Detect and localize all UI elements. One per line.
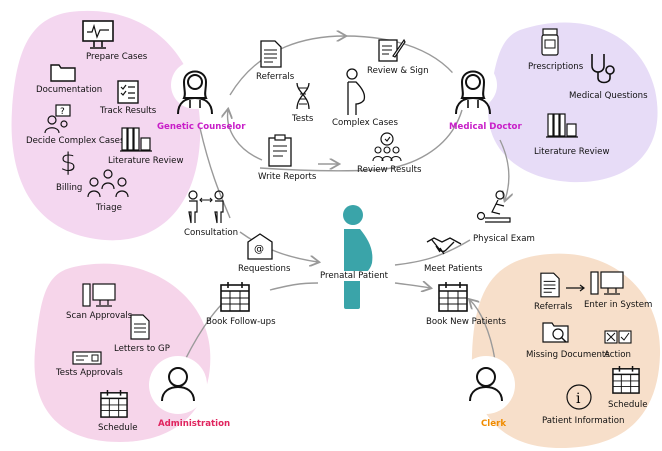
cycle-arc-top [229,36,345,96]
cycle-arc-bottom-right [374,109,463,171]
clerk-task-label: Patient Information [542,416,625,426]
arrow-right-icon [566,284,585,292]
doctor-to-physical-exam [499,139,509,200]
calendar-icon [100,390,128,418]
computer-icon [590,271,624,295]
cycle-step-label: Write Reports [258,172,317,182]
gc-task-label: Track Results [100,106,157,116]
md-task-label: Literature Review [534,147,610,157]
cycle-step-label: Tests [292,114,314,124]
calendar-icon [220,282,250,312]
md-task-label: Medical Questions [569,91,648,101]
genetic-counselor-label: Genetic Counselor [157,122,246,132]
flow-step-label: Book New Patients [426,317,506,327]
sign-document-icon [378,38,406,62]
cycle-arc-bottom [259,167,376,172]
gc-task-label: Literature Review [108,156,184,166]
ticket-icon [72,351,102,365]
consultation-to-requestions [239,231,318,262]
admin-task-label: Scan Approvals [66,311,133,321]
gc-task-label: Documentation [36,85,103,95]
medical-doctor-avatar-icon [449,61,497,115]
clipboard-checklist-icon [117,80,139,104]
clerk-to-newpatients [470,300,496,361]
flow-step-label: Requestions [238,264,291,274]
dollar-icon: $ [60,148,77,178]
document-icon [540,272,560,298]
triage-people-icon [87,169,129,198]
pregnant-patient-icon [343,205,373,309]
review-group-icon [372,132,402,162]
clerk-label: Clerk [481,419,507,429]
svg-text:?: ? [60,107,65,117]
patient-to-newpatients [394,283,430,288]
gc-task-label: Billing [56,183,83,193]
administration-label: Administration [158,419,231,429]
svg-text:i: i [576,391,581,407]
letter-document-icon [130,314,150,340]
followups-to-patient [269,282,319,291]
info-icon: i [566,384,592,410]
gc-task-label: Triage [96,203,122,213]
pregnant-outline-icon [346,68,366,115]
calendar-icon [612,366,640,394]
write-report-icon [268,134,292,167]
clerk-task-label: Schedule [608,400,648,410]
flow-step-label: Meet Patients [424,264,483,274]
md-task-label: Prescriptions [528,62,584,72]
admin-task-label: Tests Approvals [56,368,123,378]
clerk-region [471,253,661,448]
cycle-step-label: Complex Cases [332,118,398,128]
email-envelope-icon: @ [247,233,273,260]
clerk-task-label: Missing Documents [526,350,610,360]
pill-bottle-icon [541,28,559,56]
admin-task-label: Letters to GP [114,344,170,354]
calendar-icon [438,282,468,312]
gc-task-label: Decide Complex Cases [26,136,125,146]
books-icon [120,127,152,152]
document-icon [260,40,282,68]
action-checkbox-icon [604,330,632,344]
genetic-counselor-avatar-icon [171,61,219,115]
cycle-step-label: Review & Sign [367,66,429,76]
physical-exam-to-patient [394,239,471,266]
medical-doctor-region [488,22,658,183]
books-icon [546,113,578,138]
center-label: Prenatal Patient [318,271,391,281]
counselor-to-consultation [199,127,231,219]
medical-doctor-label: Medical Doctor [449,122,522,132]
cpr-exam-icon [476,190,511,223]
svg-text:@: @ [254,244,264,255]
stethoscope-icon [591,54,615,84]
administration-avatar-icon [149,356,207,414]
cycle-step-label: Review Results [357,165,422,175]
consultation-icon [188,190,224,224]
flow-step-label: Consultation [184,228,239,238]
folder-icon [50,64,76,82]
clerk-avatar-icon [457,356,515,414]
handshake-icon [426,237,462,255]
gc-task-label: Prepare Cases [86,52,148,62]
admin-task-label: Schedule [98,423,138,433]
flow-step-label: Physical Exam [473,234,535,244]
clerk-task-label: Action [604,350,631,360]
computer-icon [82,283,116,307]
question-person-icon: ? [44,104,71,134]
monitor-icon [82,20,114,49]
cycle-arc-bottom-left [228,110,263,161]
flow-step-label: Book Follow-ups [206,317,276,327]
clerk-task-label: Enter in System [584,300,653,310]
search-folder-icon [542,322,569,343]
cycle-step-label: Referrals [256,72,295,82]
dna-icon [296,82,310,110]
clerk-task-label: Referrals [534,302,573,312]
